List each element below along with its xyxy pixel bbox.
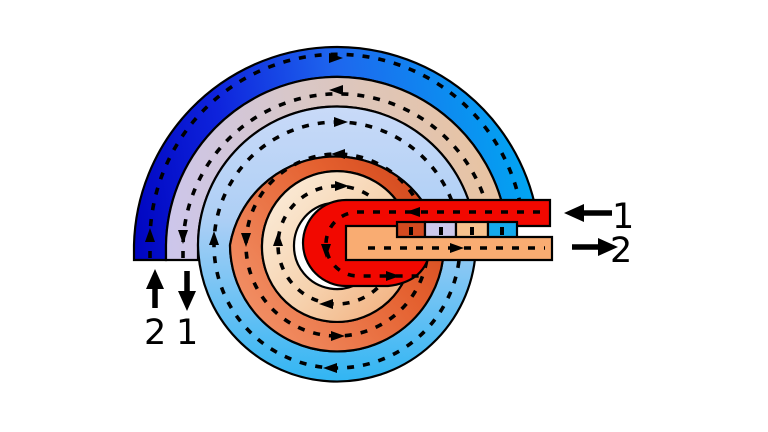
arrowhead-left-icon [319,299,333,309]
callout-right-outlet: 2 [572,231,632,271]
arrowhead-left-icon [323,363,337,373]
arrowhead-up-icon [145,228,155,242]
arrowhead-right-icon [329,53,343,63]
arrowhead-up-icon [209,231,219,245]
callout-right-inlet: 1 [564,197,634,237]
arrowhead-left-icon [331,149,345,159]
arrowhead-up-icon [273,232,283,246]
arrowhead-down-icon [178,230,188,244]
stream2-peach-duct [344,224,554,262]
label-stream2-inlet: 2 [144,313,166,353]
arrowhead-down-icon [241,233,251,247]
inlet2-arrow-up-icon [146,269,164,289]
arrowhead-down-icon [321,244,331,258]
duct-dash-lines [324,210,545,278]
outlet1-arrow-down-icon [178,291,196,311]
arrowhead-right-icon [335,181,349,191]
label-stream1-outlet: 1 [176,313,198,353]
flow-dash-ring-pink [181,92,490,258]
inlet1-arrow-left-icon [564,204,584,222]
label-stream1-inlet: 1 [612,197,634,237]
arrowhead-right-icon [386,271,400,281]
arrowhead-right-icon [331,331,345,341]
callout-bottom-outlet: 1 [176,271,198,353]
flow-arrowheads [145,53,464,373]
label-stream2-outlet: 2 [610,231,632,271]
arrowhead-right-icon [334,117,348,127]
outlet2-arrow-right-icon [598,238,618,256]
arrowhead-left-icon [329,85,343,95]
callout-bottom-inlet: 2 [144,269,166,353]
arrowhead-right-icon [450,243,464,253]
arrowhead-left-icon [406,207,420,217]
flow-dash-uturn [324,210,540,278]
